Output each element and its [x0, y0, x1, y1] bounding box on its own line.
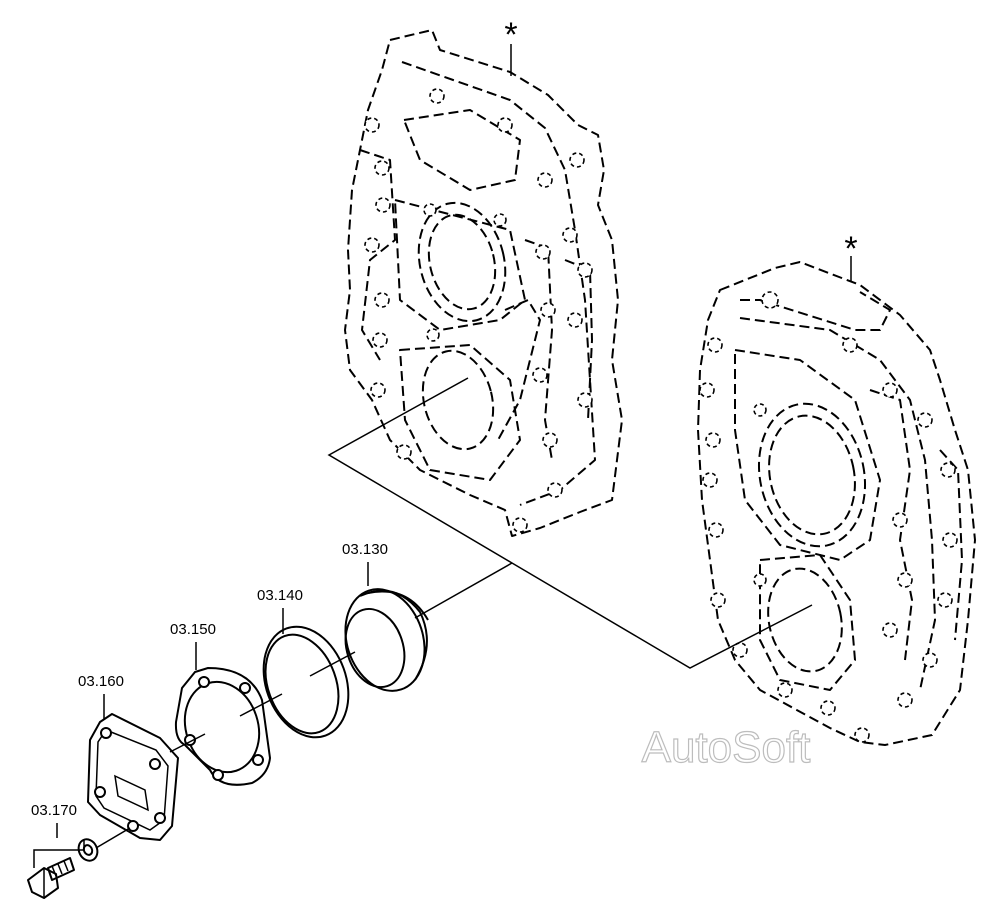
star-marker-a: * [504, 16, 518, 76]
label-03-170-text: 03.170 [31, 802, 77, 819]
label-03-140-text: 03.140 [257, 587, 303, 604]
label-03-170: 03.170 [31, 802, 85, 868]
assembly-lines [327, 377, 813, 669]
star-marker-a-text: * [504, 16, 517, 54]
label-03-160: 03.160 [78, 673, 124, 720]
part-03-140-o-ring [239, 625, 350, 739]
housing-b-dashed [697, 261, 976, 746]
label-03-130-text: 03.130 [342, 541, 388, 558]
watermark-text: AutoSoft [642, 723, 811, 772]
label-03-150-text: 03.150 [170, 621, 216, 638]
label-03-160-text: 03.160 [78, 673, 124, 690]
part-03-130-sleeve [309, 588, 429, 692]
label-03-130: 03.130 [342, 541, 388, 586]
star-marker-b-text: * [844, 230, 857, 268]
part-03-170-bolt-washer [27, 838, 99, 899]
housing-a-dashed [344, 29, 623, 537]
part-03-150-gasket [169, 667, 271, 786]
label-03-150: 03.150 [170, 621, 216, 670]
star-marker-b: * [844, 230, 858, 282]
label-03-140: 03.140 [257, 587, 303, 634]
part-03-160-cover [87, 713, 179, 849]
